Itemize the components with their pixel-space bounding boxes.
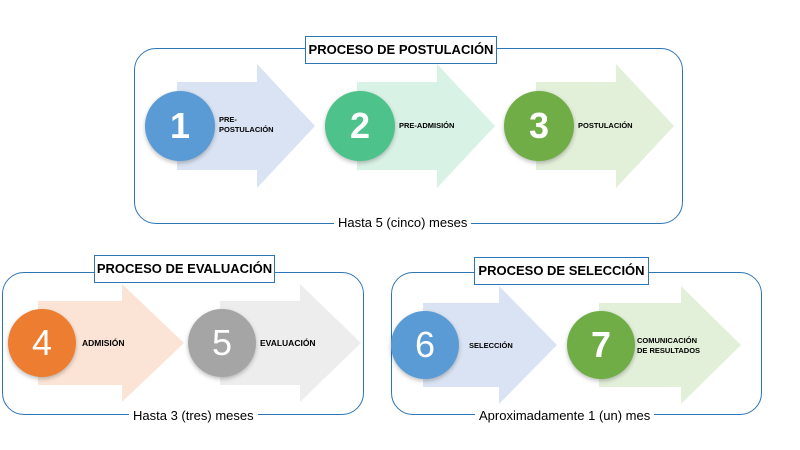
step-7: 7 COMUNICACIÓN DE RESULTADOS <box>567 286 743 404</box>
step-label: ADMISIÓN <box>82 338 125 348</box>
step-6: 6 SELECCIÓN <box>391 286 559 404</box>
group-seleccion-title: PROCESO DE SELECCIÓN <box>474 257 649 285</box>
step-number-circle: 2 <box>325 91 395 161</box>
group-evaluacion-duration: Hasta 3 (tres) meses <box>129 408 258 423</box>
step-arrow <box>536 64 674 188</box>
group-postulacion-duration: Hasta 5 (cinco) meses <box>334 215 472 230</box>
step-3: 3 POSTULACIÓN <box>502 64 677 188</box>
step-number-circle: 3 <box>504 91 574 161</box>
step-4: 4 ADMISIÓN <box>6 284 186 402</box>
step-label: SELECCIÓN <box>469 341 513 350</box>
step-number-circle: 7 <box>567 311 635 379</box>
step-label: COMUNICACIÓN DE RESULTADOS <box>637 336 701 355</box>
step-arrow <box>38 284 184 402</box>
group-evaluacion-title: PROCESO DE EVALUACIÓN <box>94 255 275 283</box>
step-label: EVALUACIÓN <box>260 338 316 348</box>
step-label: PRE-ADMISIÓN <box>399 121 455 130</box>
step-arrow <box>177 64 315 188</box>
step-arrow <box>423 286 557 404</box>
step-arrow <box>599 286 741 404</box>
step-label: PRE- POSTULACIÓN <box>219 115 274 134</box>
step-arrow <box>220 284 361 402</box>
step-2: 2 PRE-ADMISIÓN <box>323 64 498 188</box>
step-number-circle: 5 <box>188 309 256 377</box>
step-label: POSTULACIÓN <box>578 121 633 130</box>
group-seleccion-duration: Aproximadamente 1 (un) mes <box>475 408 655 423</box>
step-number-circle: 1 <box>145 91 215 161</box>
step-number-circle: 4 <box>8 309 76 377</box>
step-number-circle: 6 <box>391 311 459 379</box>
step-1: 1 PRE- POSTULACIÓN <box>143 64 318 188</box>
group-postulacion-title: PROCESO DE POSTULACIÓN <box>305 36 497 64</box>
step-arrow <box>357 64 495 188</box>
step-5: 5 EVALUACIÓN <box>188 284 363 402</box>
